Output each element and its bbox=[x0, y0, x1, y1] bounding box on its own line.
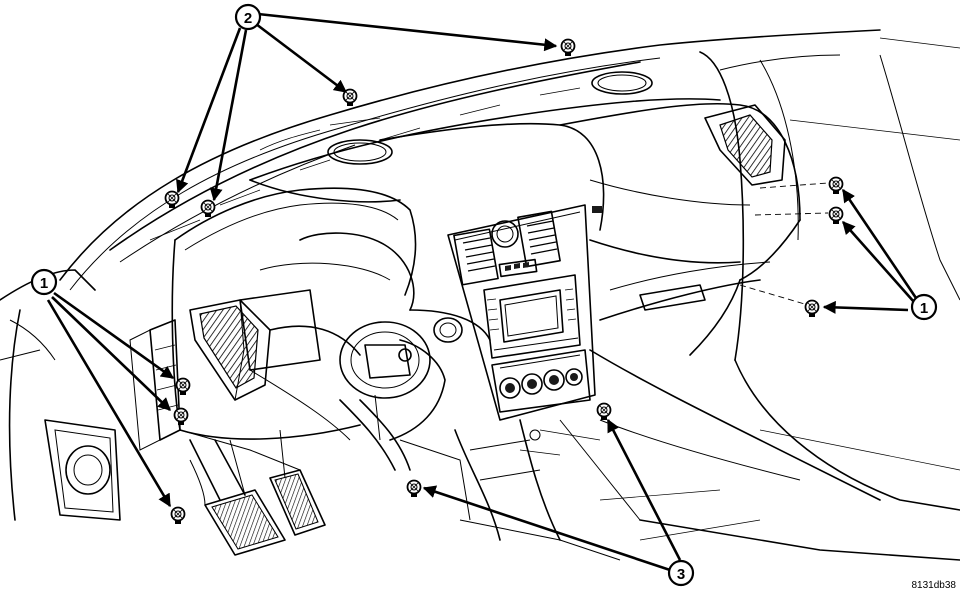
fastener-bolt bbox=[828, 206, 844, 224]
pedals bbox=[189, 429, 326, 556]
leader-lines-callout-1-right bbox=[822, 188, 918, 314]
callout-label: 1 bbox=[920, 300, 928, 317]
callout-1-left: 1 bbox=[30, 268, 58, 296]
callout-2: 2 bbox=[234, 3, 262, 31]
instrument-panel bbox=[171, 98, 801, 441]
fasteners-group-1 bbox=[170, 176, 844, 524]
right-air-vent bbox=[704, 104, 786, 186]
fastener-bolt bbox=[804, 299, 820, 317]
fastener-bolt bbox=[560, 38, 576, 56]
fastener-bolt bbox=[200, 199, 216, 217]
console-and-floor bbox=[399, 349, 960, 561]
fastener-bolt bbox=[164, 190, 180, 208]
callout-label: 2 bbox=[244, 10, 252, 27]
fastener-bolt bbox=[173, 407, 189, 425]
leader-lines-callout-1-left bbox=[46, 291, 175, 508]
left-air-vent bbox=[189, 299, 271, 401]
fastener-bolt bbox=[170, 506, 186, 524]
callout-3: 3 bbox=[667, 559, 695, 587]
defroster-cowl bbox=[109, 61, 653, 263]
callout-label: 3 bbox=[677, 566, 685, 583]
callout-label: 1 bbox=[40, 275, 48, 292]
figure-id: 8131db38 bbox=[912, 580, 957, 591]
leader-lines-callout-3 bbox=[422, 418, 682, 572]
fastener-bolt bbox=[406, 479, 422, 497]
steering-column bbox=[339, 317, 463, 471]
vehicle-body-outline bbox=[0, 29, 960, 521]
fastener-bolt bbox=[596, 402, 612, 420]
center-stack bbox=[447, 204, 596, 421]
knee-bolster bbox=[129, 319, 301, 501]
fastener-bolt bbox=[828, 176, 844, 194]
callout-1-right: 1 bbox=[910, 293, 938, 321]
leader-lines-callout-2 bbox=[176, 12, 558, 202]
fastener-location-lines bbox=[739, 182, 829, 306]
